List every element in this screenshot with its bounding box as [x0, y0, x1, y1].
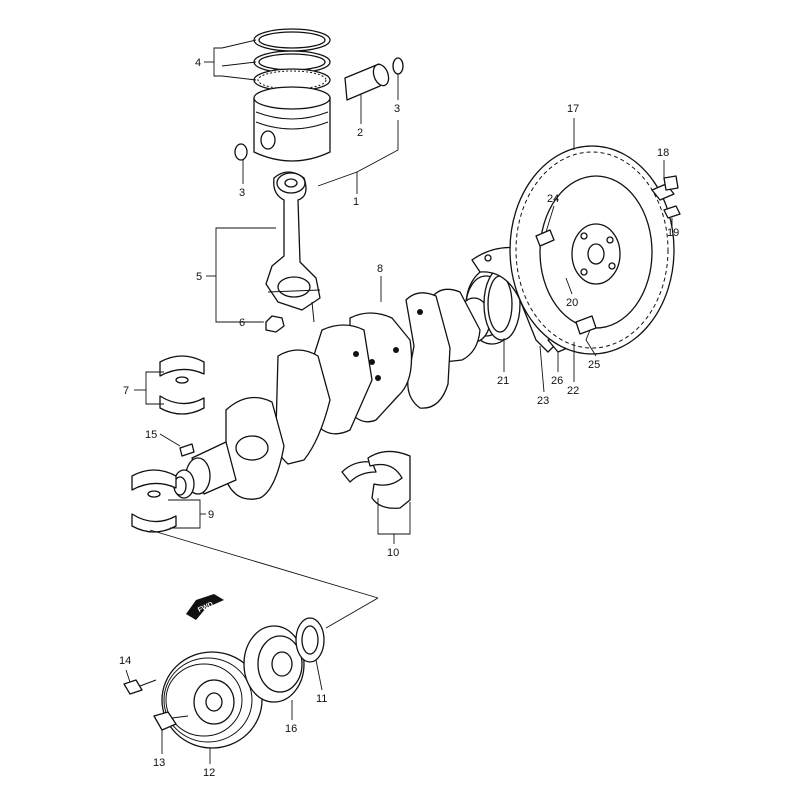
bolt-25: [575, 315, 597, 335]
callout-21: 21: [497, 375, 509, 387]
callout-4: 4: [195, 57, 201, 69]
callout-1: 1: [353, 196, 359, 208]
piston-pin-circlip-top: [392, 57, 404, 75]
callout-16: 16: [285, 723, 297, 735]
callout-5: 5: [196, 271, 202, 283]
callout-10: 10: [387, 547, 399, 559]
pulley-bolt-13: [153, 711, 189, 731]
leader-lines: [125, 39, 673, 764]
thrust-bearing-10: [341, 450, 411, 509]
piston-rings: [253, 28, 331, 92]
connecting-rod: [265, 171, 321, 323]
crankshaft: [173, 267, 519, 500]
callout-labels: 1 2 3 3 4 5 6 7 8 9 10 11 12 13 14 15 16…: [119, 57, 679, 779]
callout-6: 6: [239, 317, 245, 329]
callout-23: 23: [537, 395, 549, 407]
callout-17: 17: [567, 103, 579, 115]
crankshaft-key: [179, 443, 195, 457]
piston-pin-circlip-bottom: [234, 143, 248, 161]
callout-14: 14: [119, 655, 131, 667]
piston: [253, 86, 331, 162]
callout-11: 11: [316, 693, 327, 705]
pulley-bolt-14: [123, 679, 157, 695]
piston-pin: [344, 63, 390, 101]
fwd-arrow: FWD: [186, 594, 224, 620]
callout-18: 18: [657, 147, 669, 159]
callout-9: 9: [208, 509, 214, 521]
bolt-24: [535, 229, 555, 247]
callout-7: 7: [123, 385, 129, 397]
dowel-pin-19: [663, 205, 681, 219]
flywheel-bolt-18: [651, 175, 679, 201]
callout-3-top: 3: [394, 103, 400, 115]
main-bearing-7: [159, 355, 205, 415]
callout-24: 24: [547, 193, 559, 205]
callout-25: 25: [588, 359, 600, 371]
callout-22: 22: [567, 385, 579, 397]
connecting-rod-nut: [265, 315, 285, 333]
crank-pulley-12: [161, 651, 263, 749]
timing-sprocket-16: [243, 625, 305, 703]
callout-13: 13: [153, 757, 165, 769]
callout-19: 19: [667, 227, 679, 239]
main-bearing-9: [131, 469, 177, 533]
flywheel: [509, 145, 675, 355]
callout-15: 15: [145, 429, 157, 441]
callout-2: 2: [357, 127, 363, 139]
callout-3-bottom: 3: [239, 187, 245, 199]
callout-8: 8: [377, 263, 383, 275]
callout-12: 12: [203, 767, 215, 779]
callout-26: 26: [551, 375, 563, 387]
front-oil-seal-11: [295, 617, 325, 663]
callout-20: 20: [566, 297, 578, 309]
